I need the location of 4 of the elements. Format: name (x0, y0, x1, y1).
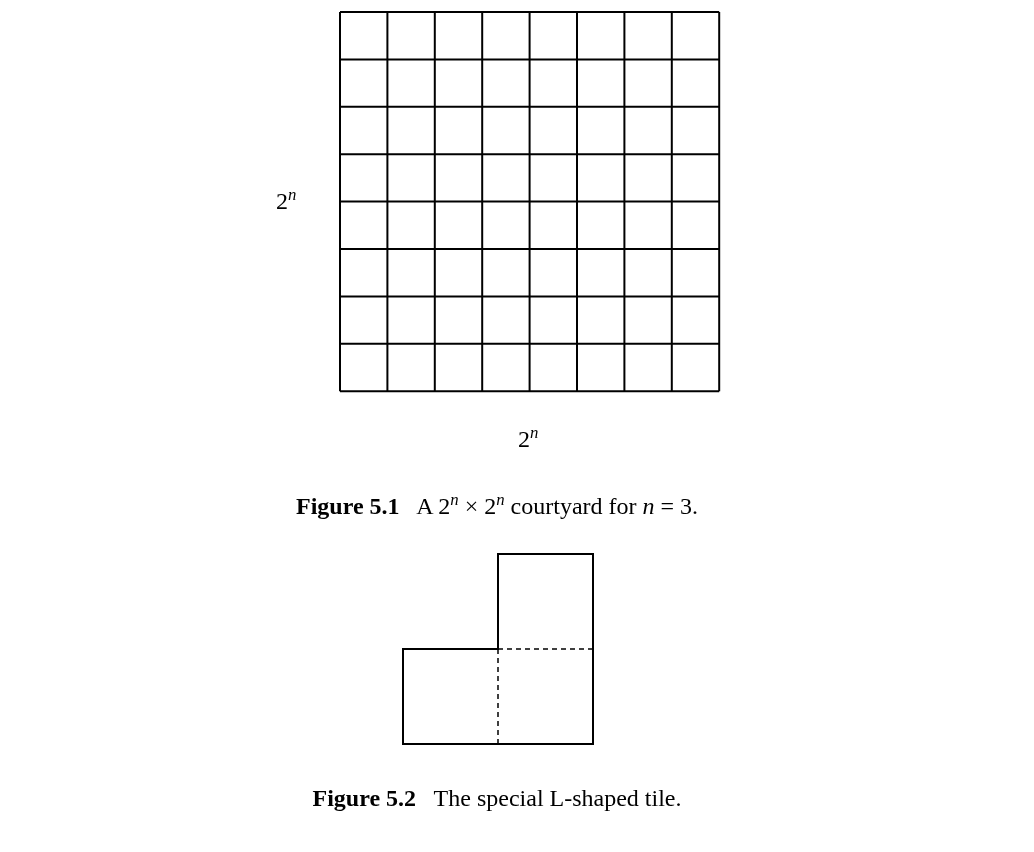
figure-caption: Figure 5.1 A 2$^{n}$ × 2$^{n}$ courtyard for n = 3. (296, 490, 699, 521)
dimension-label: 2$^{n}$ (518, 423, 539, 454)
figure-caption: Figure 5.2 The special L-shaped tile. (312, 784, 682, 813)
dimension-label: 2$^{n}$ (276, 185, 297, 216)
